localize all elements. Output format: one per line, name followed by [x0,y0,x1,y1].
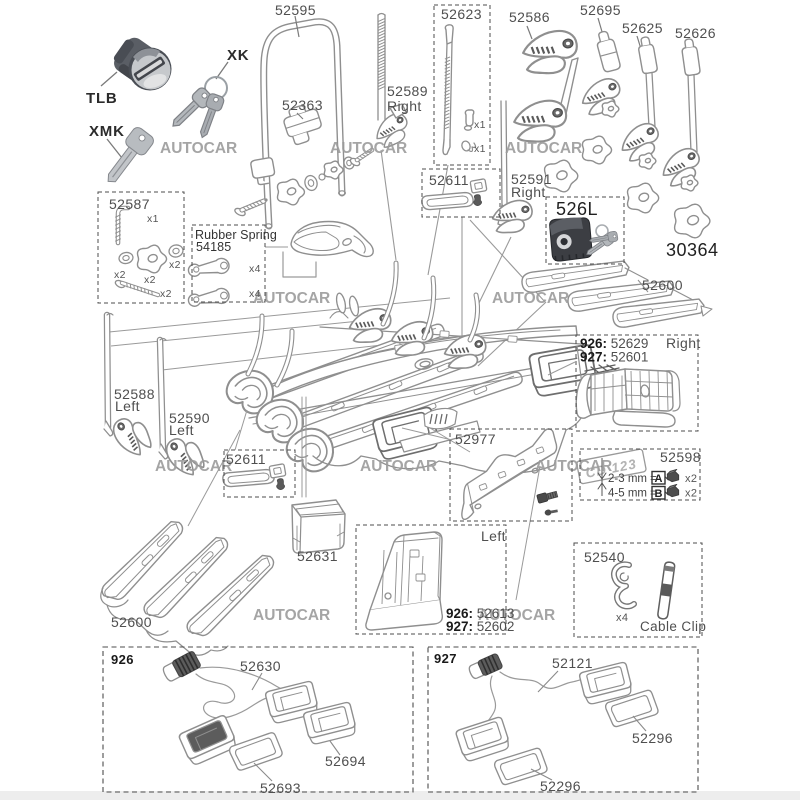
svg-text:52598: 52598 [660,449,701,465]
svg-text:x1: x1 [147,213,159,225]
svg-text:52695: 52695 [580,2,621,18]
svg-text:XK: XK [227,47,249,64]
svg-text:52600: 52600 [642,277,683,293]
svg-text:52626: 52626 [675,25,716,41]
svg-text:Rubber Spring: Rubber Spring [195,228,277,242]
svg-text:Left: Left [115,398,140,414]
svg-text:Right: Right [511,184,546,200]
svg-text:52694: 52694 [325,753,366,769]
svg-text:2-3 mm =: 2-3 mm = [608,473,657,485]
svg-text:52296: 52296 [632,730,673,746]
svg-text:926: 52613: 926: 52613 [446,606,514,621]
svg-text:927: 52602: 927: 52602 [446,619,514,634]
svg-text:A: A [655,473,663,485]
svg-text:52586: 52586 [509,9,550,25]
svg-text:XMK: XMK [89,123,125,140]
svg-text:AUTOCAR: AUTOCAR [505,140,582,157]
svg-text:x1: x1 [474,143,486,155]
svg-text:Right: Right [387,98,422,114]
svg-text:AUTOCAR: AUTOCAR [160,140,237,157]
svg-text:30364: 30364 [666,240,719,260]
svg-text:x2: x2 [685,488,697,500]
svg-text:52363: 52363 [282,97,323,113]
svg-text:52587: 52587 [109,196,150,212]
svg-text:52589: 52589 [387,83,428,99]
svg-text:927: 927 [434,651,457,666]
svg-text:x4: x4 [249,288,261,300]
svg-text:AUTOCAR: AUTOCAR [360,458,437,475]
svg-text:x2: x2 [685,473,697,485]
svg-text:52611: 52611 [429,172,469,188]
svg-text:x4: x4 [616,612,628,624]
svg-text:AUTOCAR: AUTOCAR [535,458,612,475]
svg-text:4-5 mm =: 4-5 mm = [608,488,657,500]
svg-text:AUTOCAR: AUTOCAR [155,458,232,475]
svg-text:52296: 52296 [540,778,581,794]
svg-text:x2: x2 [160,288,172,300]
svg-text:AUTOCAR: AUTOCAR [253,607,330,624]
svg-text:x2: x2 [114,269,126,281]
svg-text:x1: x1 [474,119,486,131]
svg-text:52121: 52121 [552,655,593,671]
svg-text:52600: 52600 [111,614,152,630]
svg-text:926: 52629: 926: 52629 [580,336,648,351]
svg-text:927: 52601: 927: 52601 [580,350,648,365]
svg-text:52625: 52625 [622,20,663,36]
svg-text:52630: 52630 [240,658,281,674]
svg-text:AUTOCAR: AUTOCAR [478,607,555,624]
svg-text:52595: 52595 [275,2,316,18]
svg-text:x2: x2 [144,274,156,286]
svg-text:TLB: TLB [86,90,118,107]
svg-text:Left: Left [169,422,194,438]
svg-text:AUTOCAR: AUTOCAR [253,290,330,307]
svg-text:x2: x2 [169,259,181,271]
svg-text:Cable Clip: Cable Clip [640,619,706,634]
svg-text:54185: 54185 [196,240,231,254]
svg-text:52611: 52611 [226,451,266,467]
svg-text:52588: 52588 [114,386,155,402]
svg-text:52591: 52591 [511,171,552,187]
svg-text:x4: x4 [249,263,261,275]
svg-text:AUTOCAR: AUTOCAR [492,290,569,307]
svg-text:AUTOCAR: AUTOCAR [330,140,407,157]
svg-text:52623: 52623 [441,6,482,22]
svg-text:926: 926 [111,652,134,667]
svg-text:52590: 52590 [169,410,210,426]
svg-text:526L: 526L [556,199,598,219]
svg-text:52631: 52631 [297,548,338,564]
svg-text:B: B [655,488,663,500]
svg-text:Left: Left [481,528,506,544]
svg-text:52540: 52540 [584,549,625,565]
svg-text:52693: 52693 [260,780,301,796]
svg-text:52977: 52977 [455,431,496,447]
svg-text:Right: Right [666,335,701,351]
